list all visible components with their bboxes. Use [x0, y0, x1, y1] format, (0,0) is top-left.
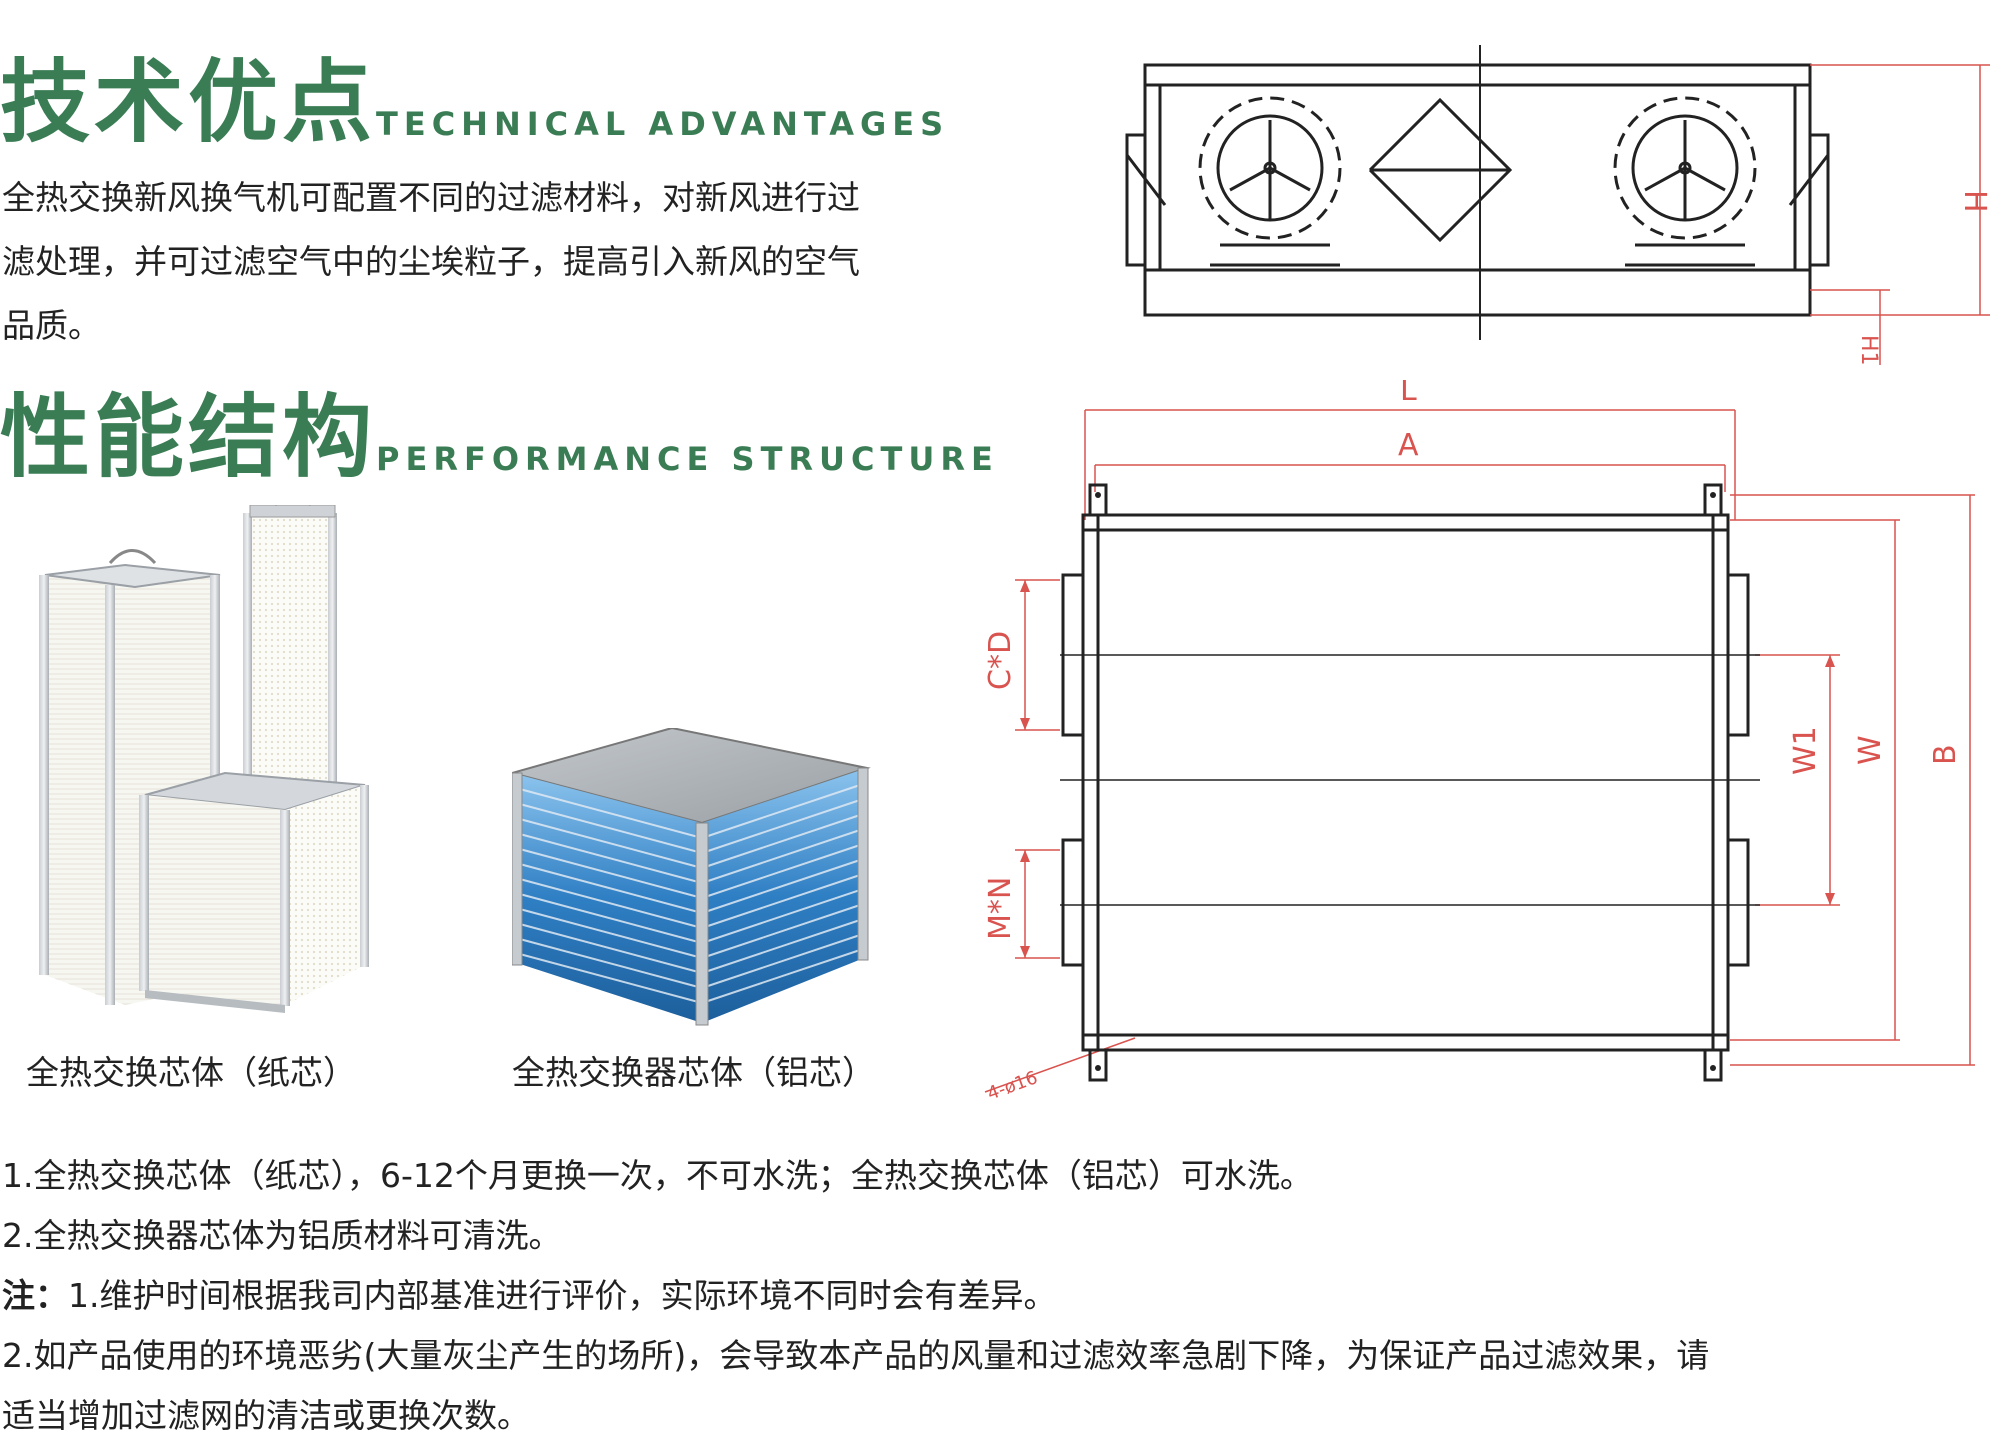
aluminum-core-caption: 全热交换器芯体（铝芯）: [512, 1053, 875, 1092]
paragraph-line: 品质。: [2, 306, 101, 345]
technical-paragraph: 全热交换新风换气机可配置不同的过滤材料，对新风进行过 滤处理，并可过滤空气中的尘…: [2, 166, 962, 358]
side-elevation-drawing: H H1: [1125, 45, 1992, 366]
dim-label-cd: C*D: [983, 631, 1018, 690]
paper-core-illustration: [39, 505, 369, 1013]
note-line-2: 2.全热交换器芯体为铝质材料可清洗。: [2, 1216, 562, 1255]
note-line-3: 注：1.维护时间根据我司内部基准进行评价，实际环境不同时会有差异。: [2, 1266, 1997, 1326]
dim-label-l: L: [1400, 380, 1417, 408]
paragraph-line: 滤处理，并可过滤空气中的尘埃粒子，提高引入新风的空气: [2, 242, 860, 281]
dim-label-mn: M*N: [983, 877, 1018, 940]
note-text: 1.维护时间根据我司内部基准进行评价，实际环境不同时会有差异。: [68, 1276, 1057, 1315]
dim-label-w1: W1: [1788, 726, 1823, 775]
plan-view-drawing: L A B W W1 C*D M*N 4-ø16: [983, 380, 1975, 1105]
dim-label-b: B: [1928, 744, 1963, 765]
section-title-technical: 技术优点: [0, 50, 376, 155]
aluminum-core-illustration: [512, 728, 871, 1026]
dim-label-h: H: [1957, 190, 1992, 213]
dim-label-w: W: [1853, 735, 1888, 765]
section-title-performance: 性能结构: [0, 385, 376, 490]
dim-label-h1: H1: [1856, 335, 1881, 366]
note-line-5: 适当增加过滤网的清洁或更换次数。: [2, 1396, 530, 1435]
section-subtitle-technical: TECHNICAL ADVANTAGES: [376, 105, 950, 143]
note-line-1: 1.全热交换芯体（纸芯），6-12个月更换一次，不可水洗；全热交换芯体（铝芯）可…: [2, 1156, 1313, 1195]
paragraph-line: 全热交换新风换气机可配置不同的过滤材料，对新风进行过: [2, 178, 860, 217]
paper-core-caption: 全热交换芯体（纸芯）: [26, 1053, 356, 1092]
dim-label-hole: 4-ø16: [985, 1067, 1041, 1104]
section-subtitle-performance: PERFORMANCE STRUCTURE: [376, 440, 999, 478]
notes-block: 1.全热交换芯体（纸芯），6-12个月更换一次，不可水洗；全热交换芯体（铝芯）可…: [2, 1146, 1997, 1446]
note-line-4: 2.如产品使用的环境恶劣(大量灰尘产生的场所)，会导致本产品的风量和过滤效率急剧…: [2, 1336, 1710, 1375]
note-label: 注：: [2, 1276, 68, 1315]
dim-label-a: A: [1398, 428, 1419, 463]
